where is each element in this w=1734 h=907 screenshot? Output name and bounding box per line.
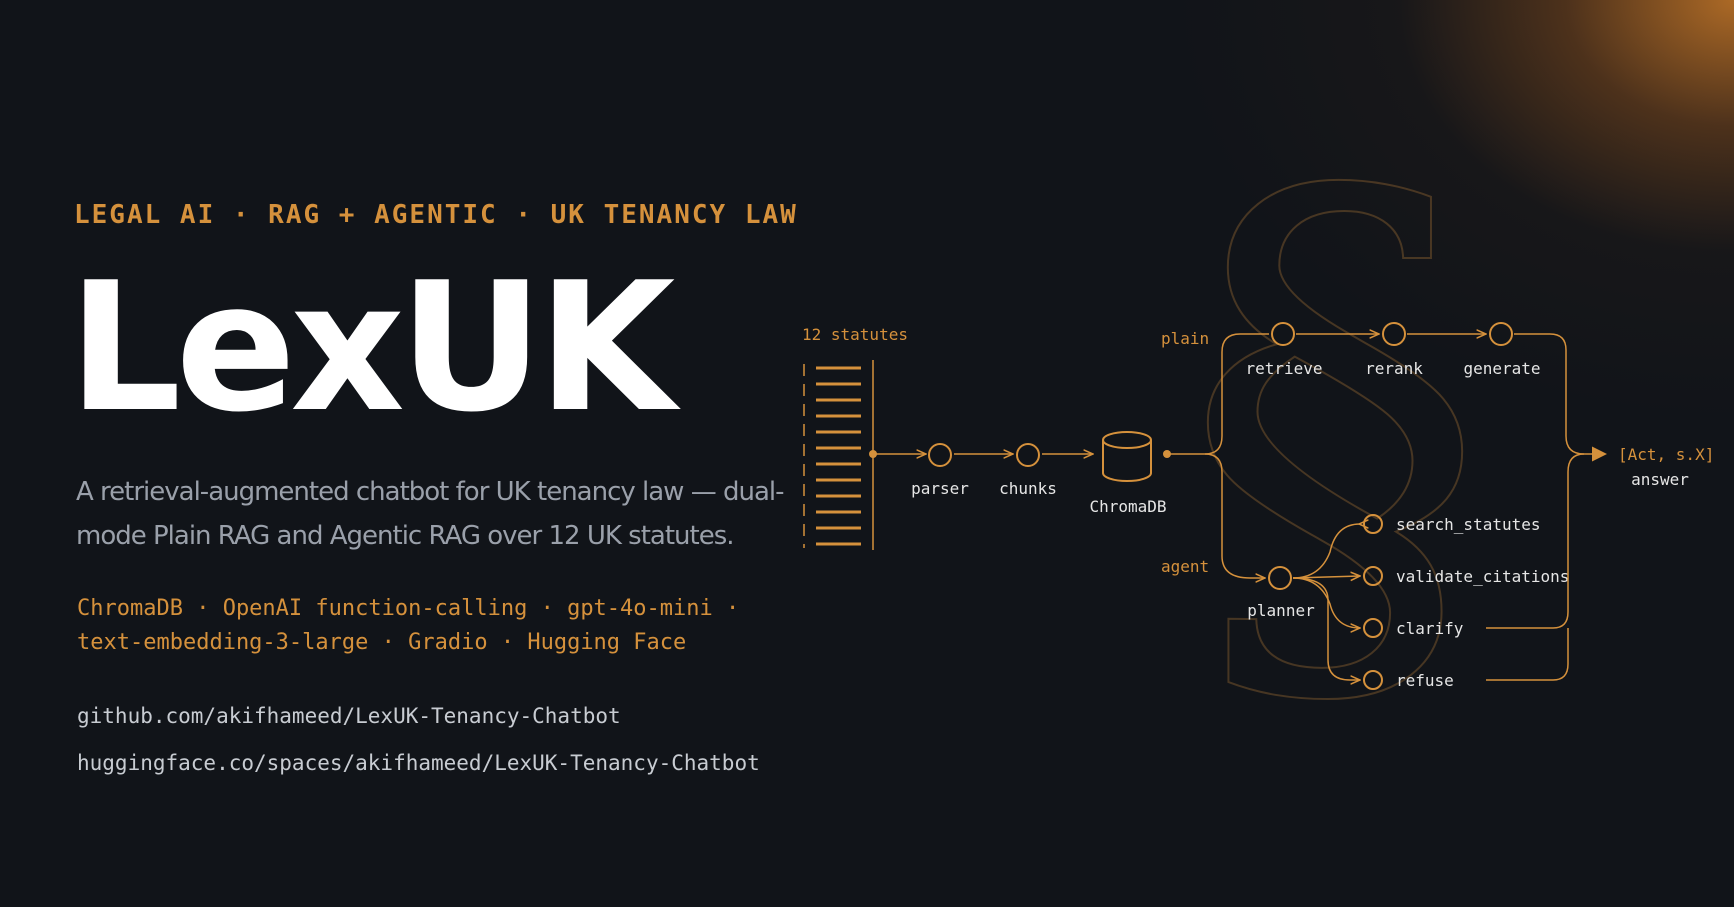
chromadb-label: ChromaDB xyxy=(1089,497,1166,516)
chunks-label: chunks xyxy=(999,479,1057,498)
rerank-node xyxy=(1382,322,1406,346)
database-icon xyxy=(1102,431,1152,482)
parser-label: parser xyxy=(911,479,969,498)
tool-refuse-label: refuse xyxy=(1396,671,1454,690)
tool-search-label: search_statutes xyxy=(1396,515,1541,534)
subtitle: A retrieval-augmented chatbot for UK ten… xyxy=(76,477,785,551)
tool-validate-node xyxy=(1363,566,1383,586)
chunks-node xyxy=(1016,443,1040,467)
generate-node xyxy=(1489,322,1513,346)
tagline: LEGAL AI · RAG + AGENTIC · UK TENANCY LA… xyxy=(74,200,798,230)
tool-validate-label: validate_citations xyxy=(1396,567,1569,586)
tool-clarify-node xyxy=(1363,618,1383,638)
plain-label: plain xyxy=(1161,329,1209,348)
tool-refuse-node xyxy=(1363,670,1383,690)
page-title: LexUK xyxy=(68,244,675,451)
github-link[interactable]: github.com/akifhameed/LexUK-Tenancy-Chat… xyxy=(77,704,621,728)
tool-search-node xyxy=(1363,514,1383,534)
parser-node xyxy=(928,443,952,467)
rerank-label: rerank xyxy=(1365,359,1423,378)
source-label: 12 statutes xyxy=(802,325,908,344)
output-citation: [Act, s.X] xyxy=(1618,445,1714,464)
tool-clarify-label: clarify xyxy=(1396,619,1464,638)
section-symbol-watermark: § xyxy=(1180,66,1490,787)
generate-label: generate xyxy=(1463,359,1540,378)
retrieve-label: retrieve xyxy=(1245,359,1322,378)
agent-label: agent xyxy=(1161,557,1209,576)
output-answer-label: answer xyxy=(1631,470,1689,489)
planner-node xyxy=(1268,566,1292,590)
huggingface-link[interactable]: huggingface.co/spaces/akifhameed/LexUK-T… xyxy=(77,751,760,775)
tech-stack: ChromaDB · OpenAI function-calling · gpt… xyxy=(77,596,740,655)
planner-label: planner xyxy=(1247,601,1315,620)
retrieve-node xyxy=(1271,322,1295,346)
statute-lines xyxy=(803,364,861,548)
